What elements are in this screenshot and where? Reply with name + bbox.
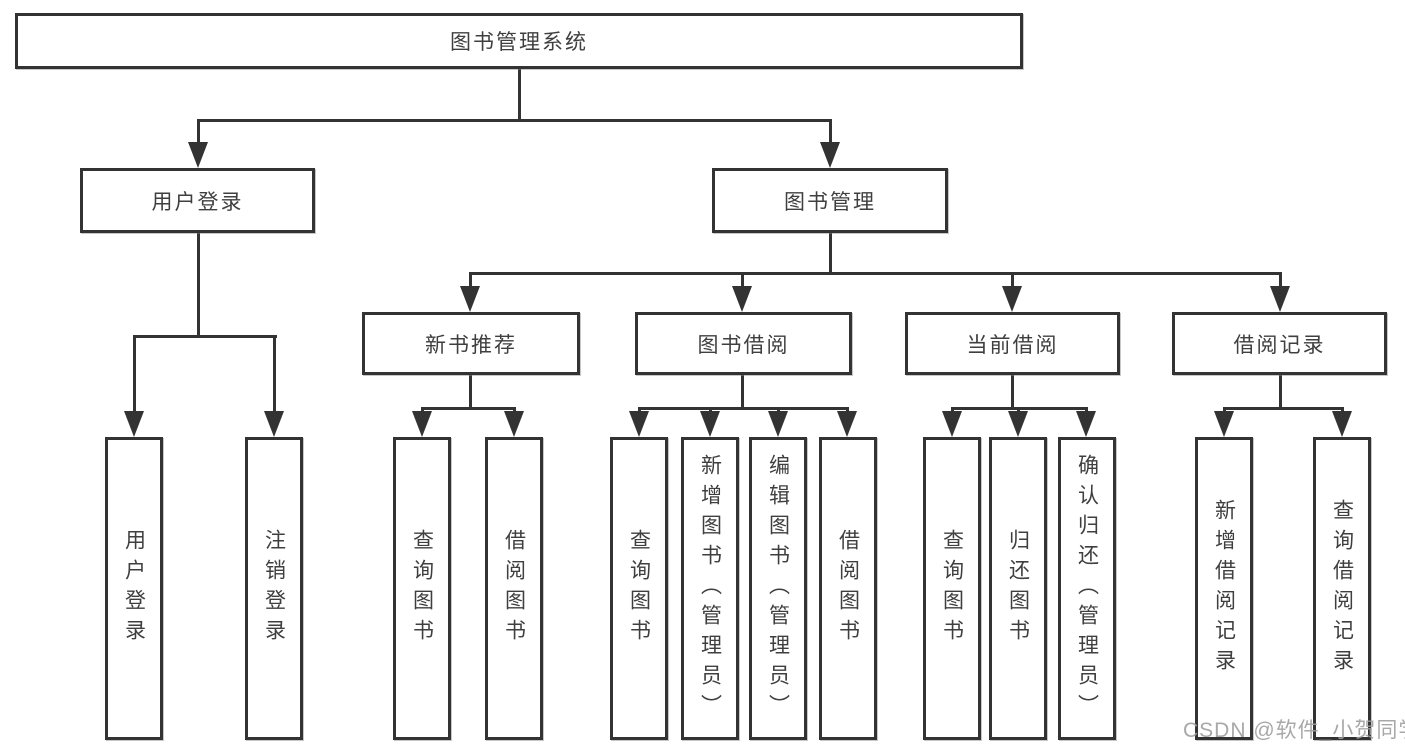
arrow-down-icon <box>700 411 720 437</box>
connector-currentborrow-down <box>1011 375 1014 410</box>
connector-leaf-stem <box>133 335 136 415</box>
node-label: 查询借阅记录 <box>1330 498 1354 679</box>
node-user-login: 用户登录 <box>80 168 315 233</box>
node-leaf-query-borrow-record: 查询借阅记录 <box>1313 437 1371 740</box>
node-book-management: 图书管理 <box>712 168 948 233</box>
csdn-watermark: CSDN @软件_小贺同学 <box>1183 719 1405 742</box>
connector-user-login-stem <box>197 119 200 149</box>
connector-book-mgmt-bar <box>469 272 1282 275</box>
connector-leaf-stem <box>273 335 276 415</box>
node-label: 新书推荐 <box>425 333 517 357</box>
arrow-down-icon <box>1270 286 1290 312</box>
node-label: 图书借阅 <box>697 333 790 357</box>
node-label: 确认归还（管理员） <box>1075 453 1099 724</box>
arrow-down-icon <box>820 142 840 168</box>
connector-records-bar <box>1223 407 1343 410</box>
node-leaf-user-login: 用户登录 <box>105 437 163 740</box>
arrow-down-icon <box>264 411 284 437</box>
connector-newrec-bar <box>421 407 516 410</box>
arrow-down-icon <box>629 411 649 437</box>
node-leaf-borrow-books-borrow: 借阅图书 <box>819 437 877 740</box>
node-leaf-add-book-admin: 新增图书（管理员） <box>681 437 739 740</box>
node-leaf-confirm-return-admin: 确认归还（管理员） <box>1058 437 1116 740</box>
node-label: 用户登录 <box>151 190 244 214</box>
node-book-borrowing: 图书借阅 <box>635 312 852 375</box>
arrow-down-icon <box>460 286 480 312</box>
node-label: 用户登录 <box>122 528 146 649</box>
connector-book-mgmt-stem <box>829 119 832 149</box>
connector-user-login-bar <box>133 335 277 338</box>
node-label: 查询图书 <box>410 528 434 649</box>
node-leaf-query-books-borrow: 查询图书 <box>610 437 668 740</box>
node-leaf-add-borrow-record: 新增借阅记录 <box>1195 437 1253 740</box>
arrow-down-icon <box>1332 411 1352 437</box>
arrow-down-icon <box>504 411 524 437</box>
arrow-down-icon <box>837 411 857 437</box>
node-label: 借阅图书 <box>502 528 526 649</box>
arrow-down-icon <box>732 286 752 312</box>
node-label: 查询图书 <box>940 528 964 649</box>
node-label: 图书管理 <box>784 190 876 214</box>
connector-bookborrow-down <box>741 375 744 410</box>
arrow-down-icon <box>942 411 962 437</box>
arrow-down-icon <box>768 411 788 437</box>
node-leaf-edit-book-admin: 编辑图书（管理员） <box>749 437 807 740</box>
node-leaf-logout: 注销登录 <box>245 437 303 740</box>
arrow-down-icon <box>124 411 144 437</box>
node-leaf-borrow-books-newrec: 借阅图书 <box>485 437 543 740</box>
node-label: 新增借阅记录 <box>1212 498 1236 679</box>
connector-root-stem <box>518 69 521 120</box>
connector-root-bar <box>197 119 832 122</box>
connector-user-login-down <box>197 233 200 338</box>
connector-level3-stem <box>741 272 744 292</box>
node-label: 注销登录 <box>262 528 286 649</box>
node-library-management-system: 图书管理系统 <box>15 13 1023 69</box>
node-label: 编辑图书（管理员） <box>766 453 790 724</box>
arrow-down-icon <box>188 142 208 168</box>
arrow-down-icon <box>1214 411 1234 437</box>
connector-level3-stem <box>1011 272 1014 292</box>
node-label: 借阅记录 <box>1233 333 1326 357</box>
node-leaf-query-books-current: 查询图书 <box>923 437 981 740</box>
connector-records-down <box>1279 375 1282 410</box>
node-borrowing-records: 借阅记录 <box>1172 312 1387 375</box>
node-label: 查询图书 <box>627 528 651 649</box>
connector-level3-stem <box>469 272 472 292</box>
node-label: 新增图书（管理员） <box>698 453 722 724</box>
connector-level3-stem <box>1279 272 1282 292</box>
connector-bookborrow-bar <box>638 407 849 410</box>
node-label: 归还图书 <box>1006 528 1030 649</box>
node-new-book-recommendation: 新书推荐 <box>362 312 580 375</box>
node-leaf-query-books-newrec: 查询图书 <box>393 437 451 740</box>
arrow-down-icon <box>412 411 432 437</box>
arrow-down-icon <box>1008 411 1028 437</box>
node-label: 借阅图书 <box>836 528 860 649</box>
node-leaf-return-books: 归还图书 <box>989 437 1047 740</box>
arrow-down-icon <box>1002 286 1022 312</box>
node-current-borrowing: 当前借阅 <box>905 312 1120 375</box>
connector-book-mgmt-down <box>829 233 832 275</box>
node-label: 图书管理系统 <box>450 31 588 54</box>
node-label: 当前借阅 <box>966 333 1059 357</box>
arrow-down-icon <box>1076 411 1096 437</box>
connector-newrec-down <box>469 375 472 410</box>
